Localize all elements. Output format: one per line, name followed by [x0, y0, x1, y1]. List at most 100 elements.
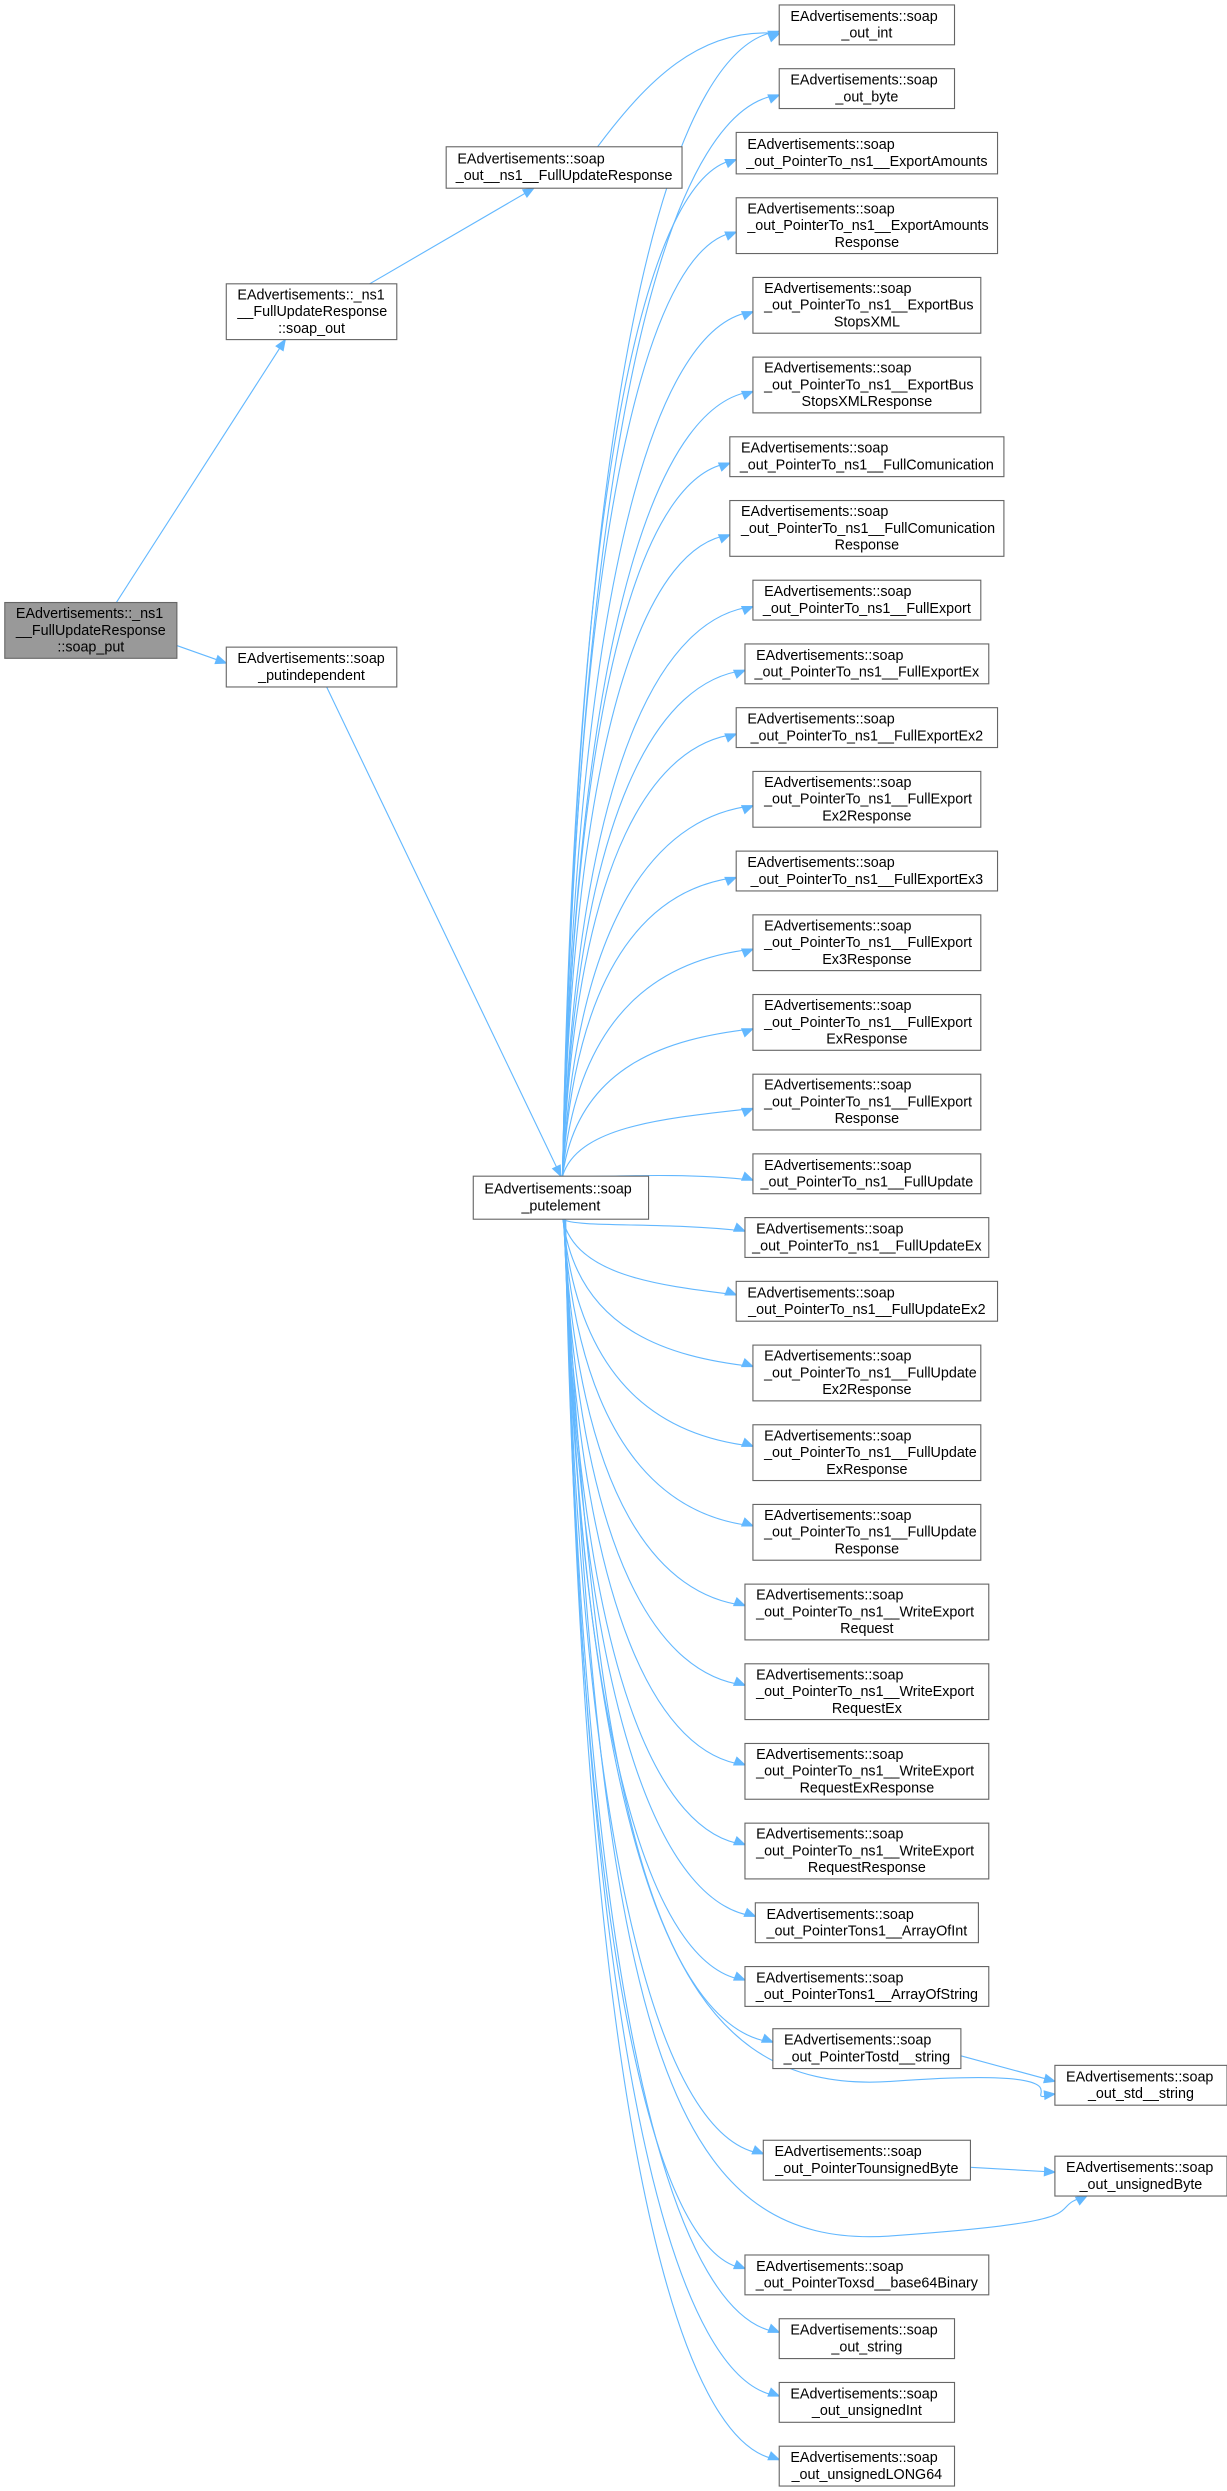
arrowhead-icon — [740, 1357, 755, 1368]
node-box — [752, 914, 982, 972]
edge-line — [563, 1219, 746, 1686]
node-out-byte[interactable]: EAdvertisements::soap_out_byte — [778, 68, 956, 110]
node-p-fullupdateex[interactable]: EAdvertisements::soap_out_PointerTo_ns1_… — [744, 1217, 990, 1259]
edge-line — [597, 32, 780, 148]
node-out-string[interactable]: EAdvertisements::soap_out_string — [778, 2318, 956, 2360]
edge-putelement-to-p-writeexport-reqex — [563, 1219, 747, 1686]
node-box — [744, 1583, 990, 1641]
edge-line — [562, 1219, 746, 1607]
node-out-unsignedlong64[interactable]: EAdvertisements::soap_out_unsignedLONG64 — [778, 2445, 956, 2487]
arrowhead-icon — [1043, 2073, 1057, 2084]
arrowhead-icon — [1043, 2166, 1057, 2177]
arrowhead-icon — [740, 805, 755, 815]
arrowhead-icon — [743, 1907, 757, 1917]
node-out-std-string[interactable]: EAdvertisements::soap_out_std__string — [1054, 2064, 1227, 2106]
arrowhead-icon — [732, 1971, 747, 1981]
node-box — [735, 1280, 999, 1322]
node-p-exportamounts-resp[interactable]: EAdvertisements::soap_out_PointerTo_ns1_… — [735, 197, 999, 255]
edge-line — [562, 1218, 746, 1232]
node-box — [752, 579, 982, 621]
node-label-line: Ex3Response — [822, 952, 911, 968]
node-label-line: Response — [835, 1111, 900, 1127]
node-p-busstops[interactable]: EAdvertisements::soap_out_PointerTo_ns1_… — [752, 276, 982, 334]
arrowhead-icon — [732, 2259, 747, 2270]
node-label-line: EAdvertisements::soap — [457, 152, 604, 168]
node-out-int[interactable]: EAdvertisements::soap_out_int — [778, 4, 956, 46]
node-p-exportamounts[interactable]: EAdvertisements::soap_out_PointerTo_ns1_… — [735, 131, 999, 175]
edge-putelement-to-p-writeexport-req — [562, 1219, 747, 1607]
node-label-line: _out_PointerToxsd__base64Binary — [755, 2276, 979, 2292]
node-p-base64[interactable]: EAdvertisements::soap_out_PointerToxsd__… — [744, 2254, 990, 2296]
node-label-line: EAdvertisements::soap — [237, 651, 384, 667]
node-label-line: _out_PointerTo_ns1__FullComunication — [740, 521, 995, 537]
node-putelement[interactable]: EAdvertisements::soap_putelement — [472, 1175, 650, 1220]
node-p-fullexportex2[interactable]: EAdvertisements::soap_out_PointerTo_ns1_… — [735, 707, 999, 749]
arrowhead-icon — [740, 1517, 755, 1527]
node-p-fullexportex3[interactable]: EAdvertisements::soap_out_PointerTo_ns1_… — [735, 850, 999, 892]
node-label-line: _out_PointerTo_ns1__FullExportEx — [754, 665, 980, 681]
node-label-line: ExResponse — [826, 1462, 907, 1478]
node-box — [744, 1822, 990, 1880]
arrowhead-icon — [214, 654, 228, 665]
node-p-fullexportex[interactable]: EAdvertisements::soap_out_PointerTo_ns1_… — [744, 643, 990, 685]
node-p-busstops-resp[interactable]: EAdvertisements::soap_out_PointerTo_ns1_… — [752, 356, 982, 414]
node-box — [752, 356, 982, 414]
node-p-fullcom-resp[interactable]: EAdvertisements::soap_out_PointerTo_ns1_… — [729, 499, 1005, 557]
arrowhead-icon — [732, 1756, 747, 1766]
node-ns1-soap-out[interactable]: EAdvertisements::_ns1__FullUpdateRespons… — [225, 283, 398, 341]
arrowhead-icon — [717, 462, 732, 472]
node-label-line: EAdvertisements::soap — [747, 855, 894, 871]
node-root[interactable]: EAdvertisements::_ns1__FullUpdateRespons… — [4, 601, 178, 659]
node-p-writeexport-req[interactable]: EAdvertisements::soap_out_PointerTo_ns1_… — [744, 1583, 990, 1641]
node-label-line: EAdvertisements::soap — [741, 441, 888, 457]
node-p-fullexport-resp[interactable]: EAdvertisements::soap_out_PointerTo_ns1_… — [752, 1073, 982, 1131]
edge-line — [970, 2166, 1055, 2173]
node-label-line: StopsXML — [834, 314, 900, 330]
node-p-writeexport-reqex[interactable]: EAdvertisements::soap_out_PointerTo_ns1_… — [744, 1663, 990, 1721]
node-p-fullexportex-resp[interactable]: EAdvertisements::soap_out_PointerTo_ns1_… — [752, 993, 982, 1051]
edge-putelement-to-p-fullexport-resp — [561, 1107, 755, 1177]
node-p-writeexport-req-resp[interactable]: EAdvertisements::soap_out_PointerTo_ns1_… — [744, 1822, 990, 1880]
node-label-line: _out_PointerTo_ns1__FullUpdate — [763, 1365, 977, 1381]
arrowhead-icon — [732, 669, 747, 679]
node-p-fullupdateex-resp[interactable]: EAdvertisements::soap_out_PointerTo_ns1_… — [752, 1424, 982, 1482]
edge-line — [562, 1219, 737, 1296]
node-label-line: __FullUpdateResponse — [15, 623, 166, 639]
node-p-fullupdate-resp[interactable]: EAdvertisements::soap_out_PointerTo_ns1_… — [752, 1503, 982, 1561]
edge-putelement-to-out-byte — [561, 94, 781, 1177]
node-box — [472, 1175, 650, 1220]
node-label-line: EAdvertisements::soap — [764, 584, 911, 600]
node-label-line: EAdvertisements::soap — [766, 1907, 913, 1923]
edge-putelement-to-out-unsignedbyte — [564, 1219, 1089, 2238]
node-box — [752, 1344, 982, 1402]
node-label-line: RequestEx — [832, 1701, 903, 1717]
node-p-fullexportex3-resp[interactable]: EAdvertisements::soap_out_PointerTo_ns1_… — [752, 914, 982, 972]
node-box — [778, 68, 956, 110]
node-p-arrayofint[interactable]: EAdvertisements::soap_out_PointerTons1__… — [754, 1902, 979, 1944]
arrowhead-icon — [740, 1107, 755, 1118]
node-p-std-string[interactable]: EAdvertisements::soap_out_PointerTostd__… — [772, 2028, 962, 2070]
node-p-fullupdateex2[interactable]: EAdvertisements::soap_out_PointerTo_ns1_… — [735, 1280, 999, 1322]
node-out-unsignedbyte[interactable]: EAdvertisements::soap_out_unsignedByte — [1054, 2155, 1227, 2197]
edge-p-unsignedbyte-to-out-unsignedbyte — [970, 2166, 1057, 2177]
node-p-arrayofstring[interactable]: EAdvertisements::soap_out_PointerTons1__… — [744, 1966, 990, 2007]
node-putindependent[interactable]: EAdvertisements::soap_putindependent — [225, 646, 398, 688]
arrowhead-icon — [767, 30, 781, 40]
edge-line — [561, 733, 737, 1177]
node-p-fullcom[interactable]: EAdvertisements::soap_out_PointerTo_ns1_… — [729, 436, 1005, 478]
node-label-line: _out_unsignedByte — [1079, 2177, 1203, 2193]
node-p-fullupdate[interactable]: EAdvertisements::soap_out_PointerTo_ns1_… — [752, 1153, 982, 1195]
node-p-writeexport-reqex-resp[interactable]: EAdvertisements::soap_out_PointerTo_ns1_… — [744, 1742, 990, 1800]
node-p-fullexportex2-resp[interactable]: EAdvertisements::soap_out_PointerTo_ns1_… — [752, 770, 982, 828]
arrowhead-icon — [732, 1835, 747, 1846]
node-label-line: _out_PointerTo_ns1__WriteExport — [755, 1684, 974, 1700]
edge-line — [563, 1219, 746, 1766]
arrowhead-icon — [717, 534, 732, 544]
node-p-unsignedbyte[interactable]: EAdvertisements::soap_out_PointerTounsig… — [762, 2139, 972, 2181]
node-out-ns1-fur[interactable]: EAdvertisements::soap_out__ns1__FullUpda… — [445, 146, 683, 189]
node-p-fullupdateex2-resp[interactable]: EAdvertisements::soap_out_PointerTo_ns1_… — [752, 1344, 982, 1402]
node-p-fullexport[interactable]: EAdvertisements::soap_out_PointerTo_ns1_… — [752, 579, 982, 621]
node-out-unsignedint[interactable]: EAdvertisements::soap_out_unsignedInt — [778, 2381, 956, 2423]
node-label-line: _out_PointerTo_ns1__WriteExport — [755, 1764, 974, 1780]
